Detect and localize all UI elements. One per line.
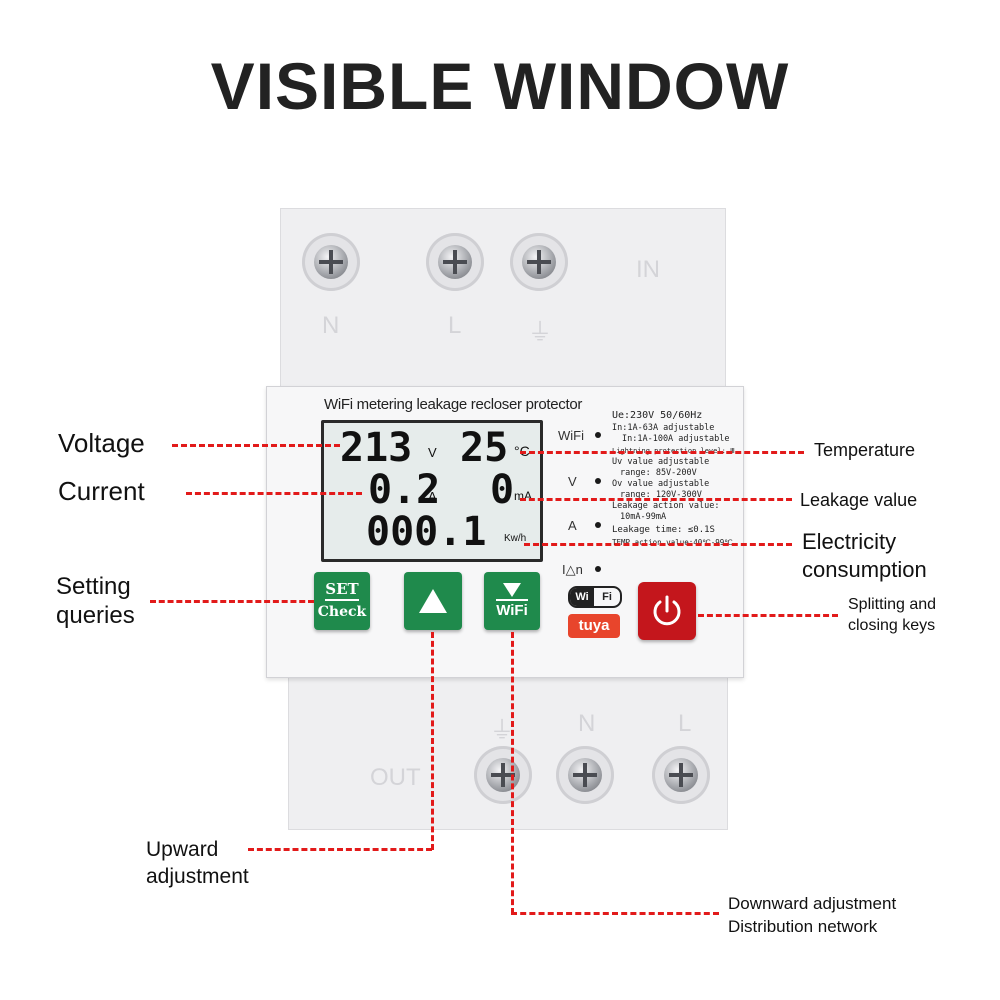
- screw-icon: [486, 758, 520, 792]
- lcd-current-value: 0.2: [368, 467, 441, 513]
- indicator-dot-v: [595, 478, 601, 484]
- annotation-setting-line1: Setting: [56, 573, 131, 600]
- screw-icon: [314, 245, 348, 279]
- annotation-voltage: Voltage: [58, 428, 145, 458]
- lcd-display: 213 V 25 °C 0.2 A 0 mA 000.1 Kw/h: [321, 420, 543, 562]
- terminal-label-in: IN: [636, 256, 660, 283]
- up-button[interactable]: [404, 572, 462, 630]
- annotation-upward-line1: Upward: [146, 838, 219, 861]
- lcd-voltage-value: 213: [340, 425, 413, 471]
- terminal-label-n: N: [322, 312, 340, 339]
- indicator-dot-leakage: [595, 566, 601, 572]
- mode-label-v: V: [568, 474, 577, 489]
- annotation-downward-line1: Downward adjustment: [728, 894, 897, 913]
- annotation-splitting-line2: closing keys: [848, 617, 936, 634]
- screw-terminal-n-out: [556, 746, 614, 804]
- screw-icon: [664, 758, 698, 792]
- screw-terminal-ground-out: [474, 746, 532, 804]
- power-icon: [653, 595, 681, 626]
- terminal-label-l: L: [448, 312, 462, 339]
- screw-terminal-l-out: [652, 746, 710, 804]
- indicator-dot-wifi: [595, 432, 601, 438]
- indicator-dot-a: [595, 522, 601, 528]
- terminal-label-n-out: N: [578, 710, 596, 737]
- screw-icon: [568, 758, 602, 792]
- wifi-badge-right: Fi: [602, 591, 612, 603]
- check-label: Check: [317, 604, 367, 620]
- set-check-button[interactable]: SET Check: [314, 572, 370, 630]
- spec-line: Leakage action value:: [612, 501, 720, 511]
- mode-label-a: A: [568, 518, 577, 533]
- mode-label-leakage: I△n: [562, 562, 583, 577]
- leader-line-downward-vertical: [511, 632, 514, 914]
- device-top-block: [280, 208, 726, 392]
- mode-label-wifi: WiFi: [558, 428, 584, 443]
- screw-icon: [438, 245, 472, 279]
- leader-line-voltage: [172, 444, 340, 447]
- annotation-electricity-line2: consumption: [802, 557, 927, 582]
- lcd-current-unit: A: [428, 489, 437, 504]
- annotation-downward-line2: Distribution network: [728, 917, 878, 936]
- annotation-upward: Upward adjustment: [146, 836, 249, 890]
- annotation-temperature: Temperature: [814, 440, 916, 460]
- spec-line: Ue:230V 50/60Hz: [612, 410, 703, 421]
- tuya-logo: tuya: [568, 614, 620, 638]
- annotation-splitting-line1: Splitting and: [848, 596, 937, 613]
- down-arrow-icon: [503, 582, 521, 597]
- set-label: SET: [325, 579, 359, 601]
- spec-line: In:1A-100A adjustable: [622, 434, 730, 444]
- leader-line-splitting: [698, 614, 838, 617]
- annotation-downward: Downward adjustment Distribution network: [728, 892, 896, 938]
- leader-line-electricity: [524, 543, 792, 546]
- leader-line-temperature: [520, 451, 804, 454]
- spec-line: Ov value adjustable: [612, 479, 710, 489]
- spec-line: In:1A-63A adjustable: [612, 423, 715, 433]
- lcd-voltage-unit: V: [428, 445, 437, 460]
- spec-line: range: 120V-300V: [620, 490, 702, 500]
- annotation-electricity-line1: Electricity: [802, 529, 897, 554]
- tuya-label: tuya: [578, 617, 610, 634]
- annotation-upward-line2: adjustment: [146, 865, 249, 888]
- terminal-label-ground: ⏚: [528, 319, 552, 346]
- wifi-badge: Wi Fi: [568, 586, 622, 608]
- leader-line-setting: [150, 600, 314, 603]
- annotation-leakage: Leakage value: [800, 490, 918, 510]
- terminal-label-out: OUT: [370, 764, 421, 791]
- down-wifi-button[interactable]: WiFi: [484, 572, 540, 630]
- annotation-splitting: Splitting and closing keys: [848, 594, 936, 636]
- spec-line: range: 85V-200V: [620, 468, 697, 478]
- product-name: WiFi metering leakage recloser protector: [324, 396, 583, 413]
- wifi-button-label: WiFi: [496, 598, 528, 621]
- leader-line-current: [186, 492, 362, 495]
- spec-line: 10mA-99mA: [620, 512, 667, 522]
- spec-line: Uv value adjustable: [612, 457, 710, 467]
- screw-terminal-l-in: [426, 233, 484, 291]
- spec-list: Ue:230V 50/60Hz In:1A-63A adjustable In:…: [612, 410, 740, 548]
- up-arrow-icon: [419, 589, 447, 613]
- screw-icon: [522, 245, 556, 279]
- lcd-leakage-value: 0: [490, 467, 515, 513]
- power-button[interactable]: [638, 582, 696, 640]
- leader-line-leakage: [520, 498, 792, 501]
- wifi-badge-left: Wi: [570, 588, 594, 606]
- annotation-current: Current: [58, 476, 145, 506]
- page-title: VISIBLE WINDOW: [210, 49, 790, 123]
- annotation-setting-line2: queries: [56, 602, 135, 629]
- lcd-energy-value: 000.1: [366, 509, 487, 555]
- annotation-setting: Setting queries: [56, 572, 135, 630]
- leader-line-upward-horizontal: [248, 848, 432, 851]
- screw-terminal-ground-in: [510, 233, 568, 291]
- lcd-temperature-value: 25: [460, 425, 509, 471]
- annotation-electricity: Electricity consumption: [802, 528, 927, 584]
- spec-line: Leakage time: ≤0.1S: [612, 525, 715, 535]
- lcd-energy-unit: Kw/h: [504, 533, 527, 544]
- leader-line-downward-horizontal: [511, 912, 719, 915]
- terminal-label-l-out: L: [678, 710, 692, 737]
- screw-terminal-n-in: [302, 233, 360, 291]
- spec-line: TEMP action value:40℃-99℃: [612, 538, 733, 547]
- leader-line-upward-vertical: [431, 632, 434, 850]
- terminal-label-ground-out: ⏚: [490, 717, 514, 744]
